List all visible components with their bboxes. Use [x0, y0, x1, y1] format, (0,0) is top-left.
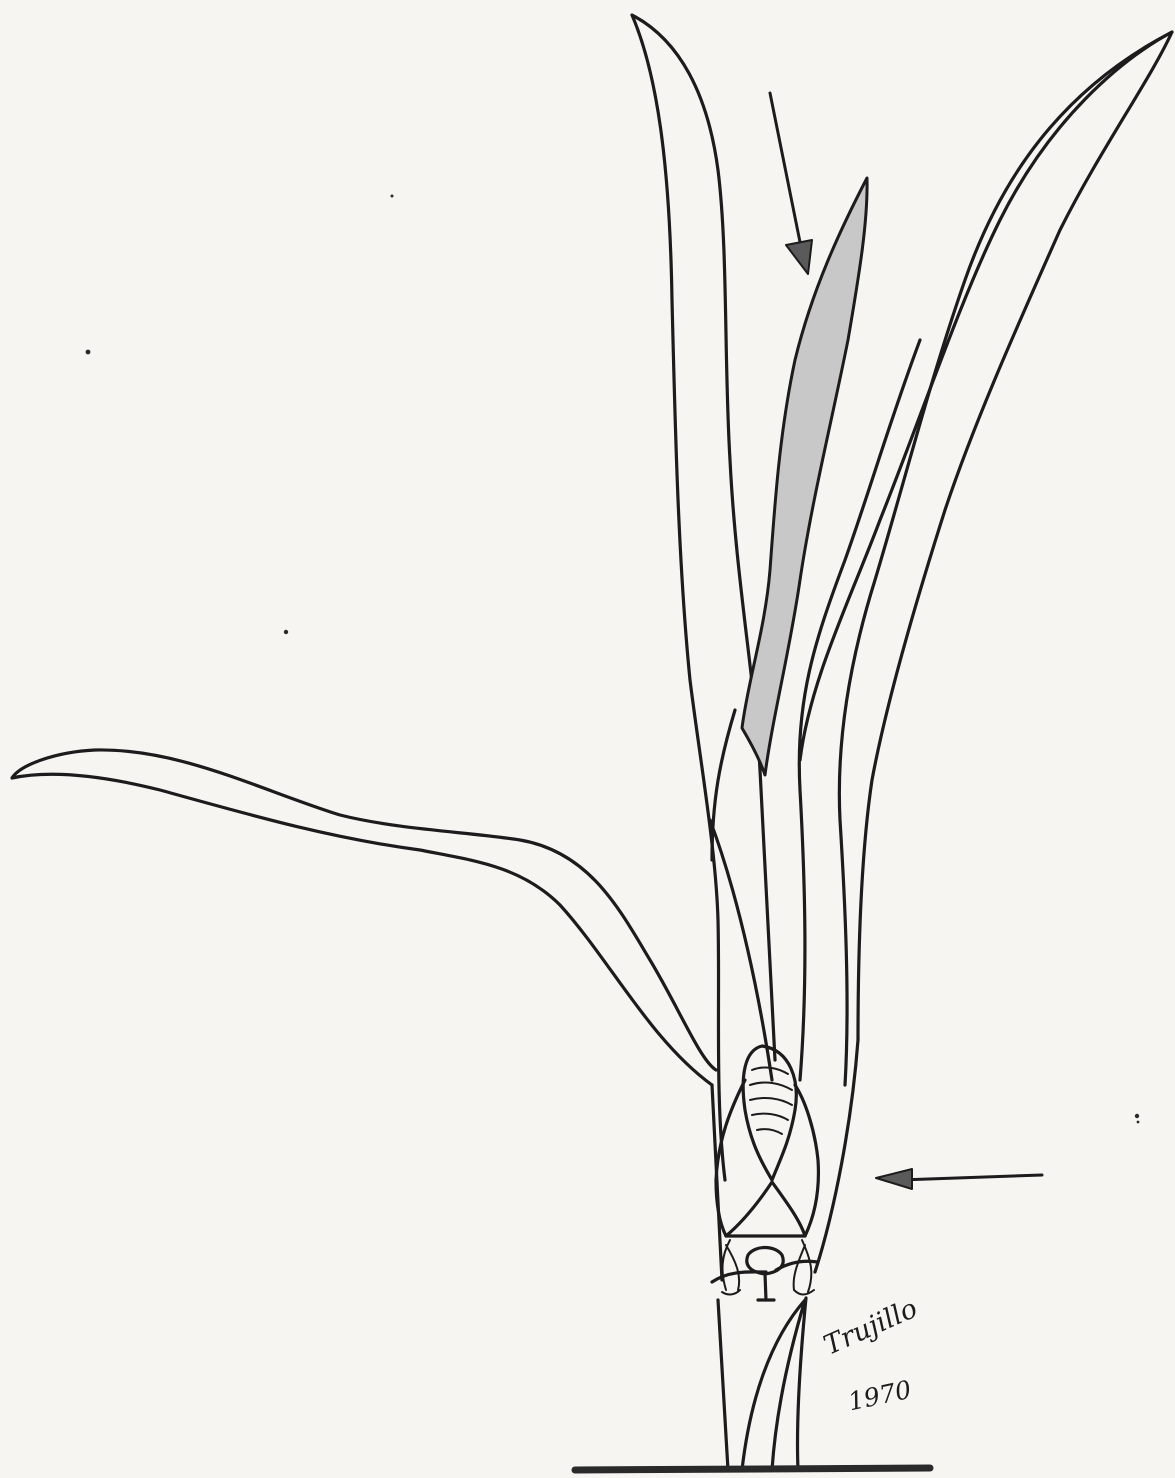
ground-line [575, 1468, 930, 1470]
stem-base [718, 1298, 806, 1470]
paper-specks [86, 195, 1140, 1124]
left-leaf [12, 750, 716, 1085]
insect-wings [716, 1080, 818, 1236]
insect-pronotum [726, 1182, 805, 1236]
arrow-down-shaft [770, 93, 802, 252]
arrow-down [770, 93, 812, 274]
arrow-left-head [876, 1169, 912, 1189]
insect-right-legs [794, 1240, 814, 1295]
right-leaf [799, 32, 1172, 1085]
tall-left-leaf [632, 15, 775, 1180]
arrow-left-shaft [900, 1175, 1042, 1180]
stem-right-edge [815, 1040, 858, 1272]
arrow-left [876, 1169, 1042, 1189]
insect-left-legs [722, 1240, 740, 1294]
arrow-down-head [786, 240, 812, 274]
insect-head [747, 1248, 783, 1301]
